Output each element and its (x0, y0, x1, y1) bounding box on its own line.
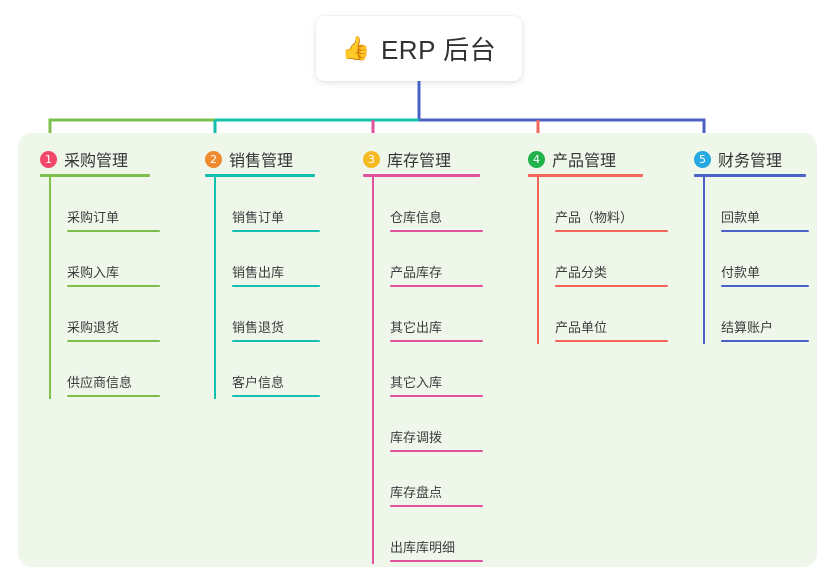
tree-item-rule (390, 505, 483, 507)
tree-item-label: 销售订单 (232, 210, 285, 225)
column-header-rule-1 (40, 174, 150, 177)
tree-item-label: 产品分类 (555, 265, 608, 280)
tree-item[interactable]: 其它入库 (390, 363, 483, 397)
tree-item[interactable]: 客户信息 (232, 363, 320, 397)
column-spine-1 (49, 177, 51, 399)
tree-item[interactable]: 采购入库 (67, 253, 160, 287)
tree-item-label: 仓库信息 (390, 210, 443, 225)
column-header-5[interactable]: 5 财务管理 (694, 147, 782, 171)
tree-item-label: 销售退货 (232, 320, 285, 335)
tree-item-rule (67, 340, 160, 342)
tree-item-rule (721, 230, 809, 232)
tree-item-label: 供应商信息 (67, 375, 133, 390)
column-title-1: 采购管理 (64, 153, 129, 170)
tree-item-rule (67, 395, 160, 397)
column-badge-5: 5 (694, 150, 711, 168)
tree-item-rule (555, 285, 668, 287)
column-header-rule-3 (363, 174, 480, 177)
tree-item-rule (390, 285, 483, 287)
thumbs-up-icon: 👍 (341, 35, 371, 61)
tree-item[interactable]: 采购订单 (67, 198, 160, 232)
tree-item-label: 采购入库 (67, 265, 120, 280)
tree-item-label: 库存盘点 (390, 485, 443, 500)
tree-item[interactable]: 出库库明细 (390, 528, 483, 562)
tree-item-label: 库存调拨 (390, 430, 443, 445)
tree-item-rule (390, 450, 483, 452)
root-node-label: 👍 ERP 后台 (342, 30, 496, 67)
tree-item-label: 采购退货 (67, 320, 120, 335)
tree-item-rule (555, 230, 668, 232)
column-header-4[interactable]: 4 产品管理 (528, 147, 616, 171)
tree-item[interactable]: 产品库存 (390, 253, 483, 287)
column-header-rule-4 (528, 174, 643, 177)
tree-item-label: 产品单位 (555, 320, 608, 335)
column-title-2: 销售管理 (229, 153, 294, 170)
tree-item[interactable]: 库存盘点 (390, 473, 483, 507)
column-badge-2: 2 (205, 150, 222, 168)
column-header-2[interactable]: 2 销售管理 (205, 147, 293, 171)
column-title-5: 财务管理 (718, 153, 783, 170)
column-header-1[interactable]: 1 采购管理 (40, 147, 128, 171)
tree-item-label: 出库库明细 (390, 540, 456, 555)
tree-item[interactable]: 产品（物料） (555, 198, 668, 232)
tree-item[interactable]: 库存调拨 (390, 418, 483, 452)
tree-item-label: 回款单 (721, 210, 761, 225)
column-badge-4: 4 (528, 150, 545, 168)
tree-item[interactable]: 产品单位 (555, 308, 668, 342)
tree-item-label: 产品库存 (390, 265, 443, 280)
tree-item[interactable]: 其它出库 (390, 308, 483, 342)
tree-item[interactable]: 产品分类 (555, 253, 668, 287)
content-panel (18, 133, 817, 567)
tree-item-rule (67, 285, 160, 287)
tree-item-rule (390, 395, 483, 397)
tree-item[interactable]: 销售退货 (232, 308, 320, 342)
tree-item[interactable]: 回款单 (721, 198, 809, 232)
root-node[interactable]: 👍 ERP 后台 (316, 16, 522, 81)
column-badge-1: 1 (40, 150, 57, 168)
root-node-title: ERP 后台 (380, 35, 497, 65)
column-title-4: 产品管理 (552, 153, 617, 170)
tree-item-rule (555, 340, 668, 342)
tree-item-label: 产品（物料） (555, 210, 634, 225)
tree-item-rule (232, 230, 320, 232)
tree-item-rule (67, 230, 160, 232)
tree-item-label: 客户信息 (232, 375, 285, 390)
column-spine-2 (214, 177, 216, 399)
tree-item-rule (721, 340, 809, 342)
tree-item[interactable]: 结算账户 (721, 308, 809, 342)
tree-item[interactable]: 供应商信息 (67, 363, 160, 397)
column-header-3[interactable]: 3 库存管理 (363, 147, 451, 171)
tree-item[interactable]: 采购退货 (67, 308, 160, 342)
tree-item[interactable]: 付款单 (721, 253, 809, 287)
tree-item-label: 结算账户 (721, 320, 774, 335)
tree-item[interactable]: 销售订单 (232, 198, 320, 232)
tree-item-rule (390, 560, 483, 562)
tree-item-label: 其它出库 (390, 320, 443, 335)
column-title-3: 库存管理 (387, 153, 452, 170)
column-spine-4 (537, 177, 539, 344)
tree-item-label: 其它入库 (390, 375, 443, 390)
tree-item-label: 付款单 (721, 265, 761, 280)
tree-item-label: 采购订单 (67, 210, 120, 225)
column-badge-3: 3 (363, 150, 380, 168)
column-spine-5 (703, 177, 705, 344)
tree-item-rule (390, 340, 483, 342)
tree-item-rule (232, 285, 320, 287)
column-header-rule-2 (205, 174, 315, 177)
column-header-rule-5 (694, 174, 806, 177)
column-spine-3 (372, 177, 374, 564)
tree-item[interactable]: 仓库信息 (390, 198, 483, 232)
tree-item-rule (232, 395, 320, 397)
tree-item-rule (232, 340, 320, 342)
tree-item-rule (721, 285, 809, 287)
tree-item-label: 销售出库 (232, 265, 285, 280)
tree-item[interactable]: 销售出库 (232, 253, 320, 287)
tree-item-rule (390, 230, 483, 232)
